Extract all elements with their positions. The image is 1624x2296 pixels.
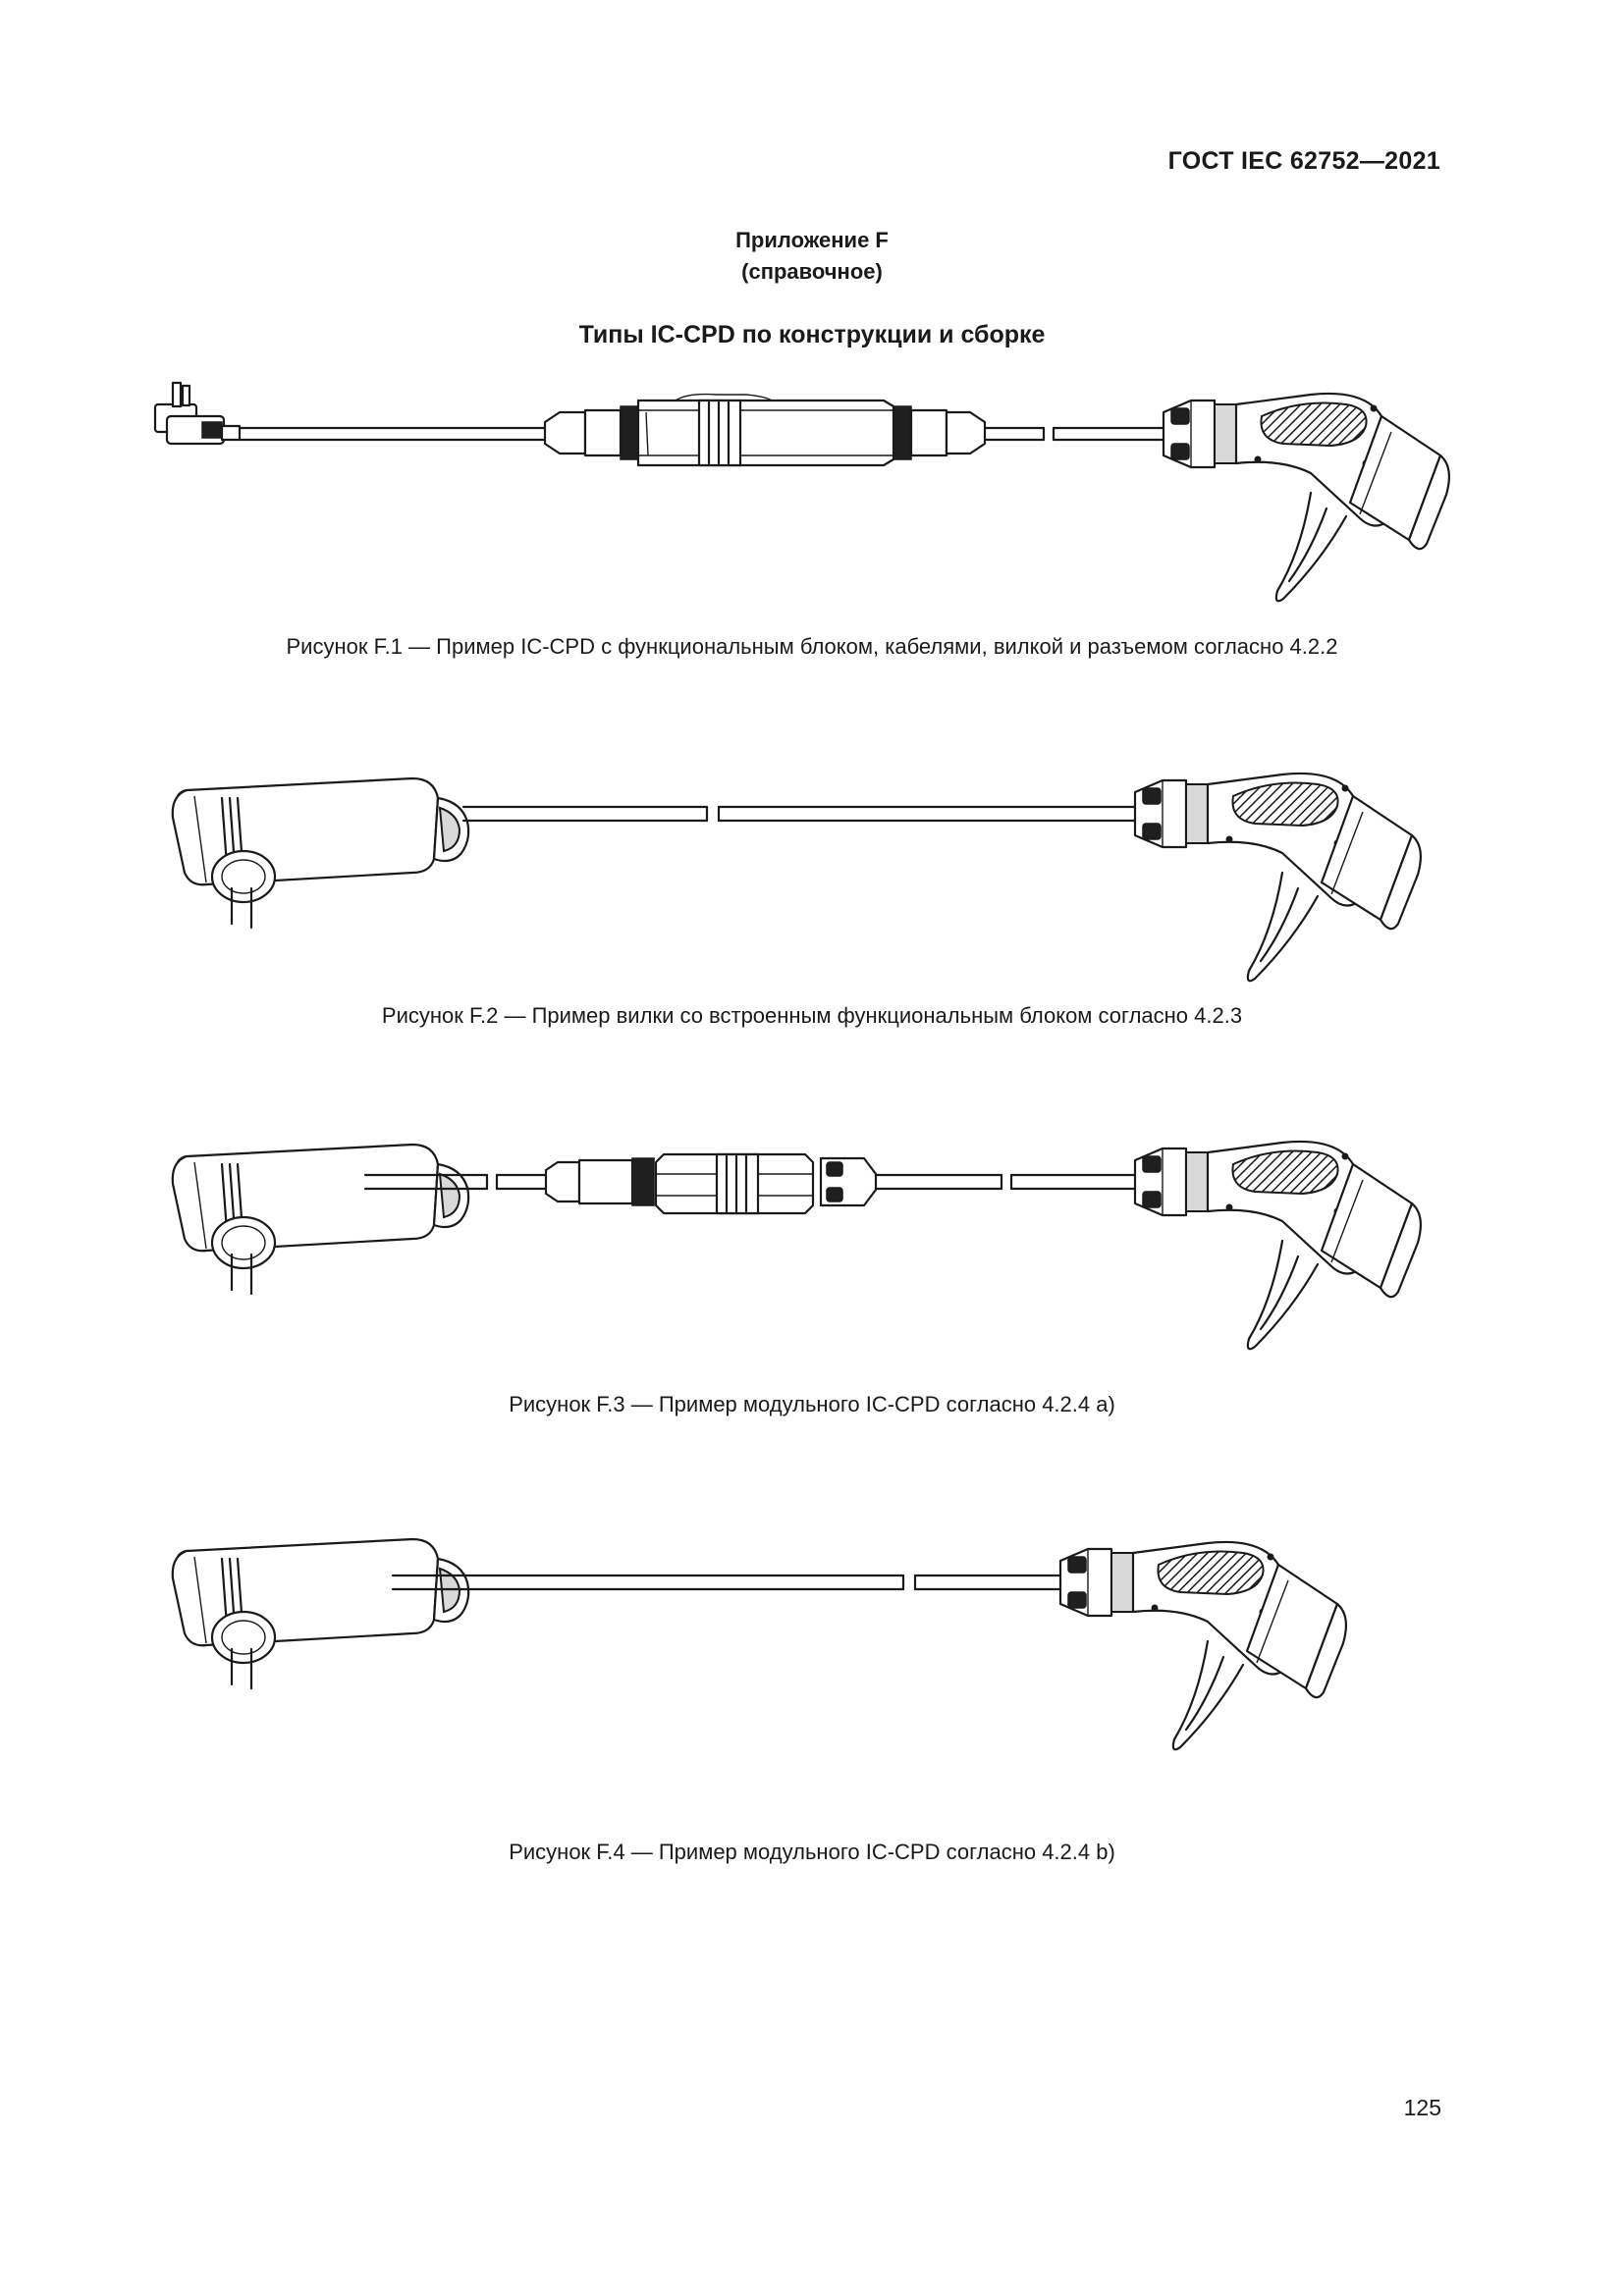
section-title: Типы IC-CPD по конструкции и сборке: [578, 321, 1046, 348]
vehicle-connector-icon: [1058, 1540, 1348, 1751]
cable-segment: [461, 805, 1137, 823]
page-number: 125: [1403, 2095, 1441, 2120]
figure-f4-caption: Рисунок F.4 — Пример модульного IC-CPD с…: [509, 1840, 1115, 1864]
cable-segment: [238, 426, 547, 442]
plug-icon: [153, 381, 242, 446]
cable-segment: [874, 1173, 1137, 1191]
plug-module-icon: [171, 1143, 470, 1296]
plug-with-function-box-icon: [171, 776, 470, 930]
annex-subtitle: (справочное): [741, 259, 883, 284]
function-box: [544, 1152, 878, 1215]
cable-segment: [363, 1173, 548, 1191]
figure-f3-caption: Рисунок F.3 — Пример модульного IC-CPD с…: [509, 1392, 1115, 1416]
function-box: [543, 393, 987, 467]
figure-f4-drawing: [171, 1537, 1348, 1751]
cable-segment: [983, 426, 1165, 442]
plug-module-icon: [171, 1537, 470, 1690]
vehicle-connector-icon: [1133, 1140, 1423, 1351]
figure-f1-caption: Рисунок F.1 — Пример IC-CPD с функционал…: [286, 634, 1338, 659]
cable-segment: [391, 1574, 1062, 1591]
figure-f2-drawing: [171, 772, 1423, 983]
figure-f3-drawing: [171, 1140, 1423, 1351]
figure-f2-caption: Рисунок F.2 — Пример вилки со встроенным…: [381, 1003, 1243, 1028]
annex-title: Приложение F: [735, 228, 889, 252]
figure-f1-drawing: [153, 381, 1451, 603]
vehicle-connector-icon: [1133, 772, 1423, 983]
standard-header: ГОСТ IEC 62752—2021: [1167, 147, 1440, 175]
vehicle-connector-icon: [1162, 392, 1451, 603]
